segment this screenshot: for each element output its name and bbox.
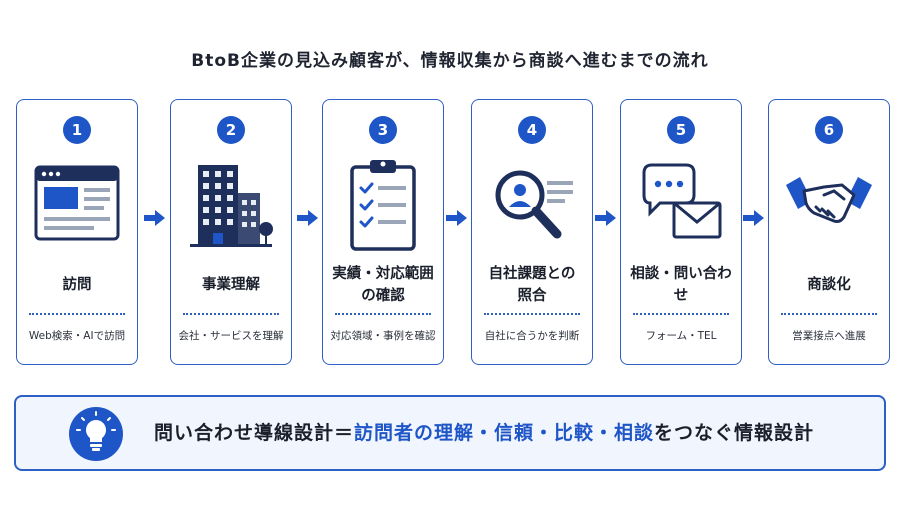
step-number: 1	[63, 116, 91, 144]
browser-window-icon	[34, 165, 120, 241]
lightbulb-icon	[69, 407, 123, 461]
divider	[29, 313, 125, 315]
banner-text-highlight: 訪問者の理解・信頼・比較・相談	[354, 422, 655, 444]
step-number: 4	[518, 116, 546, 144]
step-label: 実績・対応範囲 の確認	[332, 266, 434, 304]
step-label: 自社課題との 照合	[488, 266, 576, 304]
step-label: 事業理解	[202, 277, 260, 293]
banner-text-suffix: をつなぐ情報設計	[654, 422, 815, 444]
step-label: 相談・問い合わせ	[630, 266, 732, 304]
step-number: 5	[667, 116, 695, 144]
step-desc: Web検索・AIで訪問	[28, 330, 126, 342]
magnifier-user-icon	[495, 170, 573, 239]
summary-banner: 問い合わせ導線設計＝訪問者の理解・信頼・比較・相談をつなぐ情報設計	[14, 395, 886, 471]
handshake-icon	[786, 177, 872, 223]
divider	[484, 313, 580, 315]
divider	[781, 313, 877, 315]
banner-text: 問い合わせ導線設計＝訪問者の理解・信頼・比較・相談をつなぐ情報設計	[154, 397, 814, 469]
step-label: 訪問	[62, 277, 92, 293]
arrow-right-icon	[446, 210, 467, 226]
process-flow: 1 訪問 Web検索・AIで訪問 2	[16, 99, 890, 365]
divider	[335, 313, 431, 315]
step-number: 6	[815, 116, 843, 144]
step-label: 商談化	[807, 277, 851, 293]
step-desc: 営業接点へ進展	[792, 330, 866, 342]
arrow-right-icon	[297, 210, 318, 226]
divider	[633, 313, 729, 315]
step-card-5: 5 相談・問い合わせ フォーム・TEL	[620, 99, 742, 365]
page-title: BtoB企業の見込み顧客が、情報収集から商談へ進むまでの流れ	[191, 51, 709, 71]
step-number: 2	[217, 116, 245, 144]
step-card-6: 6 商談化 営業接点へ進展	[768, 99, 890, 365]
chat-mail-icon	[642, 163, 722, 239]
step-card-2: 2 事業理解 会社・サービスを理解	[170, 99, 292, 365]
arrow-right-icon	[595, 210, 616, 226]
step-desc: フォーム・TEL	[645, 330, 717, 342]
step-card-1: 1 訪問 Web検索・AIで訪問	[16, 99, 138, 365]
divider	[183, 313, 279, 315]
step-desc: 自社に合うかを判断	[484, 330, 580, 342]
arrow-right-icon	[144, 210, 165, 226]
step-number: 3	[369, 116, 397, 144]
arrow-right-icon	[743, 210, 764, 226]
office-building-icon	[190, 165, 273, 247]
banner-text-prefix: 問い合わせ導線設計＝	[154, 422, 355, 444]
clipboard-checklist-icon	[350, 160, 416, 251]
step-desc: 対応領域・事例を確認	[330, 330, 436, 342]
step-card-4: 4 自社課題との 照合 自社に合うかを判断	[471, 99, 593, 365]
step-card-3: 3 実績・対応範囲 の確認 対応領域・事例を確認	[322, 99, 444, 365]
step-desc: 会社・サービスを理解	[178, 330, 284, 342]
